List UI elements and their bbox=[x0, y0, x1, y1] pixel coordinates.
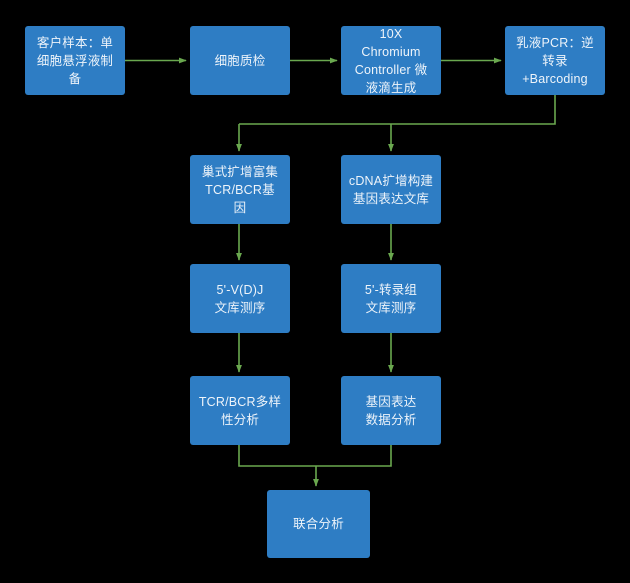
node-emulsion-pcr[interactable]: 乳液PCR：逆 转录 +Barcoding bbox=[505, 26, 605, 95]
node-cdna-library[interactable]: cDNA扩增构建 基因表达文库 bbox=[341, 155, 441, 224]
node-label: 5'-转录组 文库测序 bbox=[364, 282, 418, 315]
node-joint-analysis[interactable]: 联合分析 bbox=[267, 490, 370, 558]
node-chromium-controller[interactable]: 10X Chromium Controller 微 液滴生成 bbox=[341, 26, 441, 95]
node-label: TCR/BCR多样 性分析 bbox=[198, 394, 282, 427]
node-label: 联合分析 bbox=[293, 517, 344, 531]
node-cell-qc[interactable]: 细胞质检 bbox=[190, 26, 290, 95]
node-label: 基因表达 数据分析 bbox=[365, 394, 417, 427]
node-vdj-sequencing[interactable]: 5'-V(D)J 文库测序 bbox=[190, 264, 290, 333]
node-gene-expression-analysis[interactable]: 基因表达 数据分析 bbox=[341, 376, 441, 445]
edge-diversity-merge-bus bbox=[238, 444, 392, 467]
node-label: 10X Chromium Controller 微 液滴生成 bbox=[354, 26, 428, 95]
node-customer-sample[interactable]: 客户样本：单 细胞悬浮液制 备 bbox=[25, 26, 125, 95]
node-label: 乳液PCR：逆 转录 +Barcoding bbox=[516, 35, 594, 86]
edge-pcr-split-bus bbox=[239, 95, 556, 125]
node-label: 5'-V(D)J 文库测序 bbox=[214, 282, 266, 315]
node-label: 细胞质检 bbox=[214, 53, 266, 68]
node-tcr-bcr-diversity-analysis[interactable]: TCR/BCR多样 性分析 bbox=[190, 376, 290, 445]
node-label: 巢式扩增富集 TCR/BCR基 因 bbox=[201, 164, 279, 215]
node-nested-amplification[interactable]: 巢式扩增富集 TCR/BCR基 因 bbox=[190, 155, 290, 224]
node-label: cDNA扩增构建 基因表达文库 bbox=[348, 173, 434, 206]
node-transcriptome-sequencing[interactable]: 5'-转录组 文库测序 bbox=[341, 264, 441, 333]
node-label: 客户样本：单 细胞悬浮液制 备 bbox=[36, 35, 114, 86]
